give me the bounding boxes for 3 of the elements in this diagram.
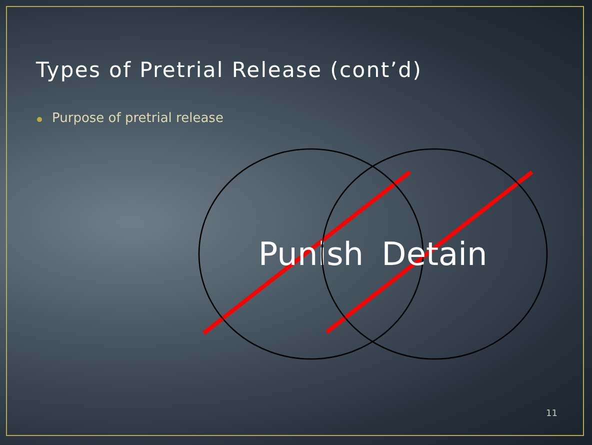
bullet-point: Purpose of pretrial release [52,111,224,126]
slide-title: Types of Pretrial Release (cont’d) [36,58,422,82]
page-number: 11 [546,409,558,419]
